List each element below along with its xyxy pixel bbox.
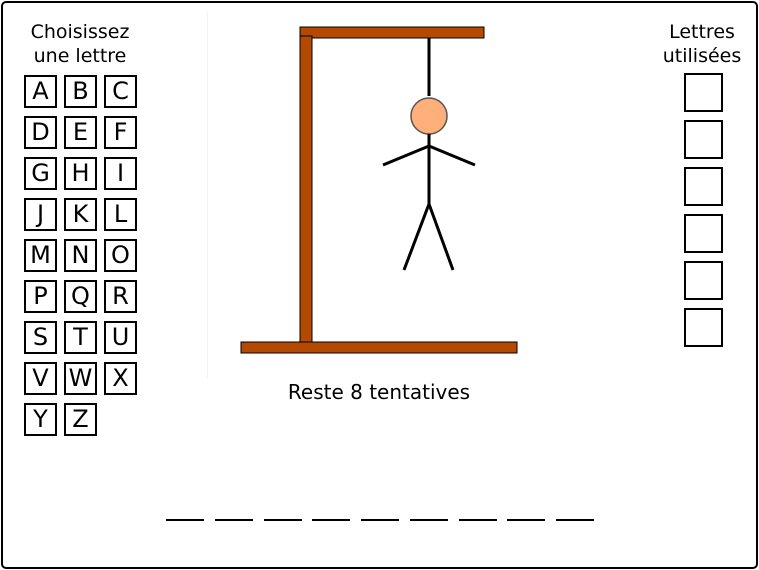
letter-key-z[interactable]: Z: [64, 403, 97, 436]
hangman-right-arm: [428, 144, 476, 167]
letter-key-w[interactable]: W: [64, 362, 97, 395]
hangman-left-arm: [382, 144, 430, 167]
letter-key-s[interactable]: S: [24, 321, 57, 354]
gallows-post: [299, 35, 313, 345]
letter-blank: [214, 519, 253, 521]
hangman-left-leg: [402, 203, 431, 271]
choose-heading-line2: une lettre: [33, 45, 127, 67]
choose-letter-heading: Choisissez une lettre: [10, 20, 150, 68]
letter-key-i[interactable]: I: [104, 157, 137, 190]
letter-blank: [507, 519, 546, 521]
letter-key-b[interactable]: B: [64, 75, 97, 108]
letter-blank: [263, 519, 302, 521]
letter-key-p[interactable]: P: [24, 280, 57, 313]
letter-blank: [361, 519, 399, 521]
letter-blank: [312, 519, 351, 521]
letter-key-n[interactable]: N: [64, 239, 97, 272]
used-letter-slot: [684, 120, 723, 159]
letter-key-d[interactable]: D: [24, 116, 57, 149]
letter-blank: [166, 519, 204, 521]
attempts-remaining: Reste 8 tentatives: [287, 380, 471, 404]
gallows-top-beam: [299, 26, 485, 39]
letter-key-q[interactable]: Q: [64, 280, 97, 313]
letter-blank: [556, 519, 594, 521]
panel-divider: [207, 12, 208, 378]
letter-key-y[interactable]: Y: [24, 403, 57, 436]
letter-key-a[interactable]: A: [24, 75, 57, 108]
letter-key-g[interactable]: G: [24, 157, 57, 190]
used-heading-line2: utilisées: [662, 45, 742, 67]
used-letter-slot: [684, 73, 723, 112]
letter-key-c[interactable]: C: [104, 75, 137, 108]
hangman-drawing: [240, 26, 518, 354]
letter-blank: [458, 519, 497, 521]
hangman-right-leg: [427, 203, 455, 271]
letter-key-f[interactable]: F: [104, 116, 137, 149]
letter-key-e[interactable]: E: [64, 116, 97, 149]
gallows-base: [240, 341, 518, 354]
used-letter-slot: [684, 214, 723, 253]
letter-key-t[interactable]: T: [64, 321, 97, 354]
used-letter-slot: [684, 308, 723, 347]
letter-key-l[interactable]: L: [104, 198, 137, 231]
letter-key-r[interactable]: R: [104, 280, 137, 313]
letter-blank: [409, 519, 448, 521]
letter-key-x[interactable]: X: [104, 362, 137, 395]
used-letter-slot: [684, 167, 723, 206]
letter-key-h[interactable]: H: [64, 157, 97, 190]
used-letter-slot: [684, 261, 723, 300]
letter-key-k[interactable]: K: [64, 198, 97, 231]
letter-key-u[interactable]: U: [104, 321, 137, 354]
letter-key-j[interactable]: J: [24, 198, 57, 231]
letter-key-o[interactable]: O: [104, 239, 137, 272]
hangman-head: [410, 97, 448, 135]
used-letters-heading: Lettres utilisées: [650, 20, 754, 68]
choose-heading-line1: Choisissez: [30, 21, 130, 43]
letter-key-m[interactable]: M: [24, 239, 57, 272]
letter-key-v[interactable]: V: [24, 362, 57, 395]
used-heading-line1: Lettres: [669, 21, 735, 43]
